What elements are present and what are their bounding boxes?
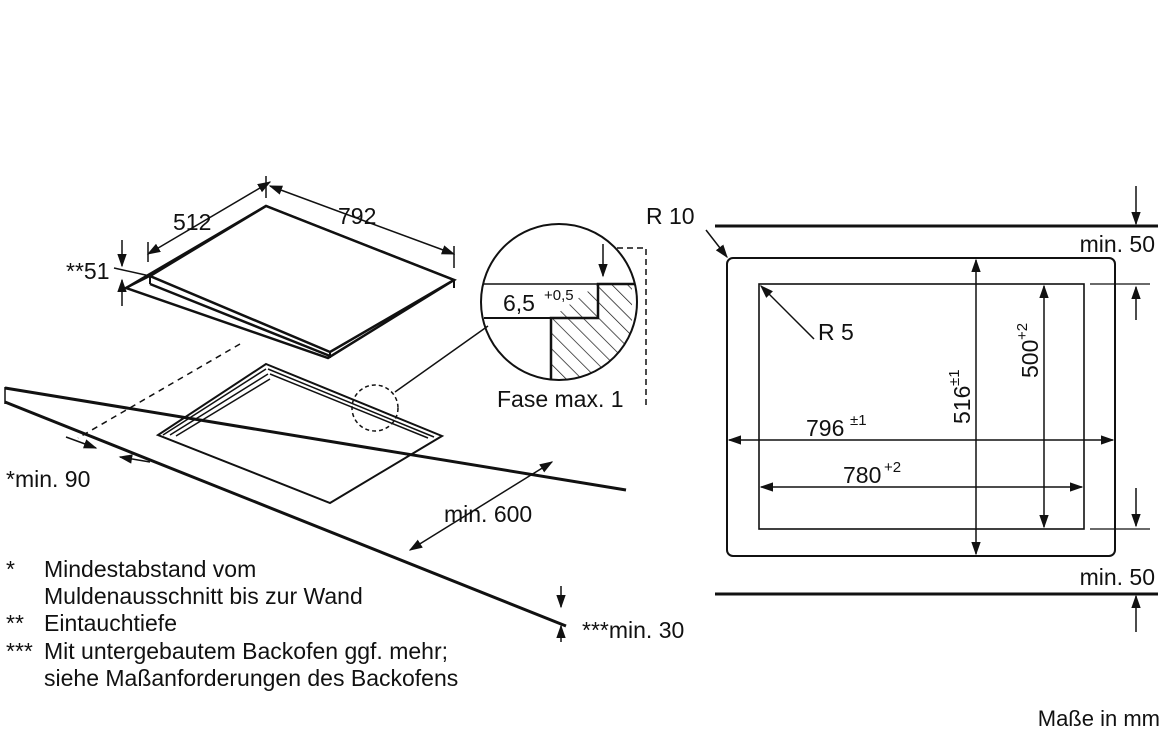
worktop-thickness-label: ***min. 30 xyxy=(582,617,684,643)
front-distance-label: min. 600 xyxy=(444,501,532,527)
footnote-text-line: Eintauchtiefe xyxy=(44,610,177,636)
outer-width-label: 796 xyxy=(806,415,844,441)
inner-depth-tolerance: +2 xyxy=(1014,323,1031,340)
outer-depth-label: 516 xyxy=(949,386,975,424)
depth-dimension xyxy=(146,176,272,262)
wall-distance-guide xyxy=(65,343,241,464)
outer-width-tolerance: ±1 xyxy=(850,412,867,429)
detail-dimension-tolerance: +0,5 xyxy=(544,287,574,304)
front-distance-dimension xyxy=(408,461,554,551)
footnote-text-line: siehe Maßanforderungen des Backofens xyxy=(44,665,459,691)
inner-depth-label: 500 xyxy=(1017,340,1043,378)
width-dimension xyxy=(268,185,456,268)
detail-dimension-value: 6,5 xyxy=(503,290,535,316)
width-label: 792 xyxy=(338,203,376,229)
units-label: Maße in mm xyxy=(1037,706,1160,731)
outer-depth-tolerance: ±1 xyxy=(946,369,963,386)
footnote-text-line: Mit untergebautem Backofen ggf. mehr; xyxy=(44,638,448,664)
wall-distance-label: *min. 90 xyxy=(6,466,90,492)
footnote-text-line: Muldenausschnitt bis zur Wand xyxy=(44,583,363,609)
inner-width-tolerance: +2 xyxy=(884,459,901,476)
cutout-plan xyxy=(715,224,1158,596)
footnote-text-line: Mindestabstand vom xyxy=(44,556,257,582)
footnote-oven: *** Mit untergebautem Backofen ggf. mehr… xyxy=(6,638,566,694)
plan-dimensions xyxy=(705,186,1141,632)
top-clearance-label: min. 50 xyxy=(1080,231,1155,257)
inner-width-label: 780 xyxy=(843,462,881,488)
depth-label: 512 xyxy=(173,209,211,235)
chamfer-label: Fase max. 1 xyxy=(497,386,624,412)
insert-depth-label: **51 xyxy=(66,258,109,284)
footnote-insert-depth: ** Eintauchtiefe xyxy=(6,610,566,638)
footnote-marker: ** xyxy=(6,610,24,636)
outer-radius-label: R 10 xyxy=(646,203,695,229)
cutout-opening xyxy=(155,362,445,505)
footnote-marker: *** xyxy=(6,638,33,664)
footnote-min-distance: * Mindestabstand vom Muldenausschnitt bi… xyxy=(6,556,566,612)
insert-depth-dimension xyxy=(113,240,151,306)
bottom-clearance-label: min. 50 xyxy=(1080,564,1155,590)
inner-radius-label: R 5 xyxy=(818,319,854,345)
footnote-marker: * xyxy=(6,556,15,582)
